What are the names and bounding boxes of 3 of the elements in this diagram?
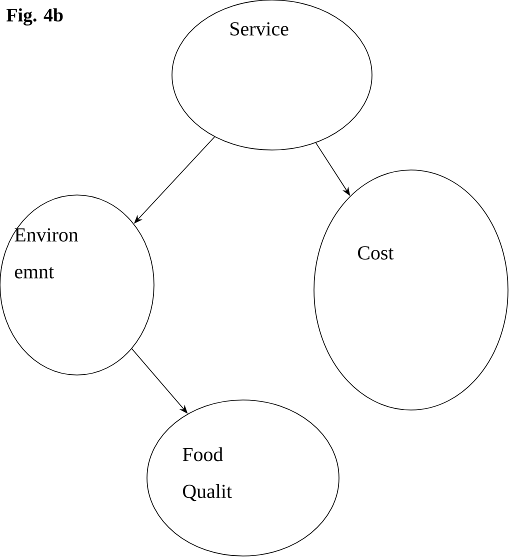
- ellipse-node: Cost: [314, 170, 508, 410]
- ellipse-node: Food Qualit: [146, 400, 340, 556]
- figure-title: Fig. 4b: [6, 8, 63, 26]
